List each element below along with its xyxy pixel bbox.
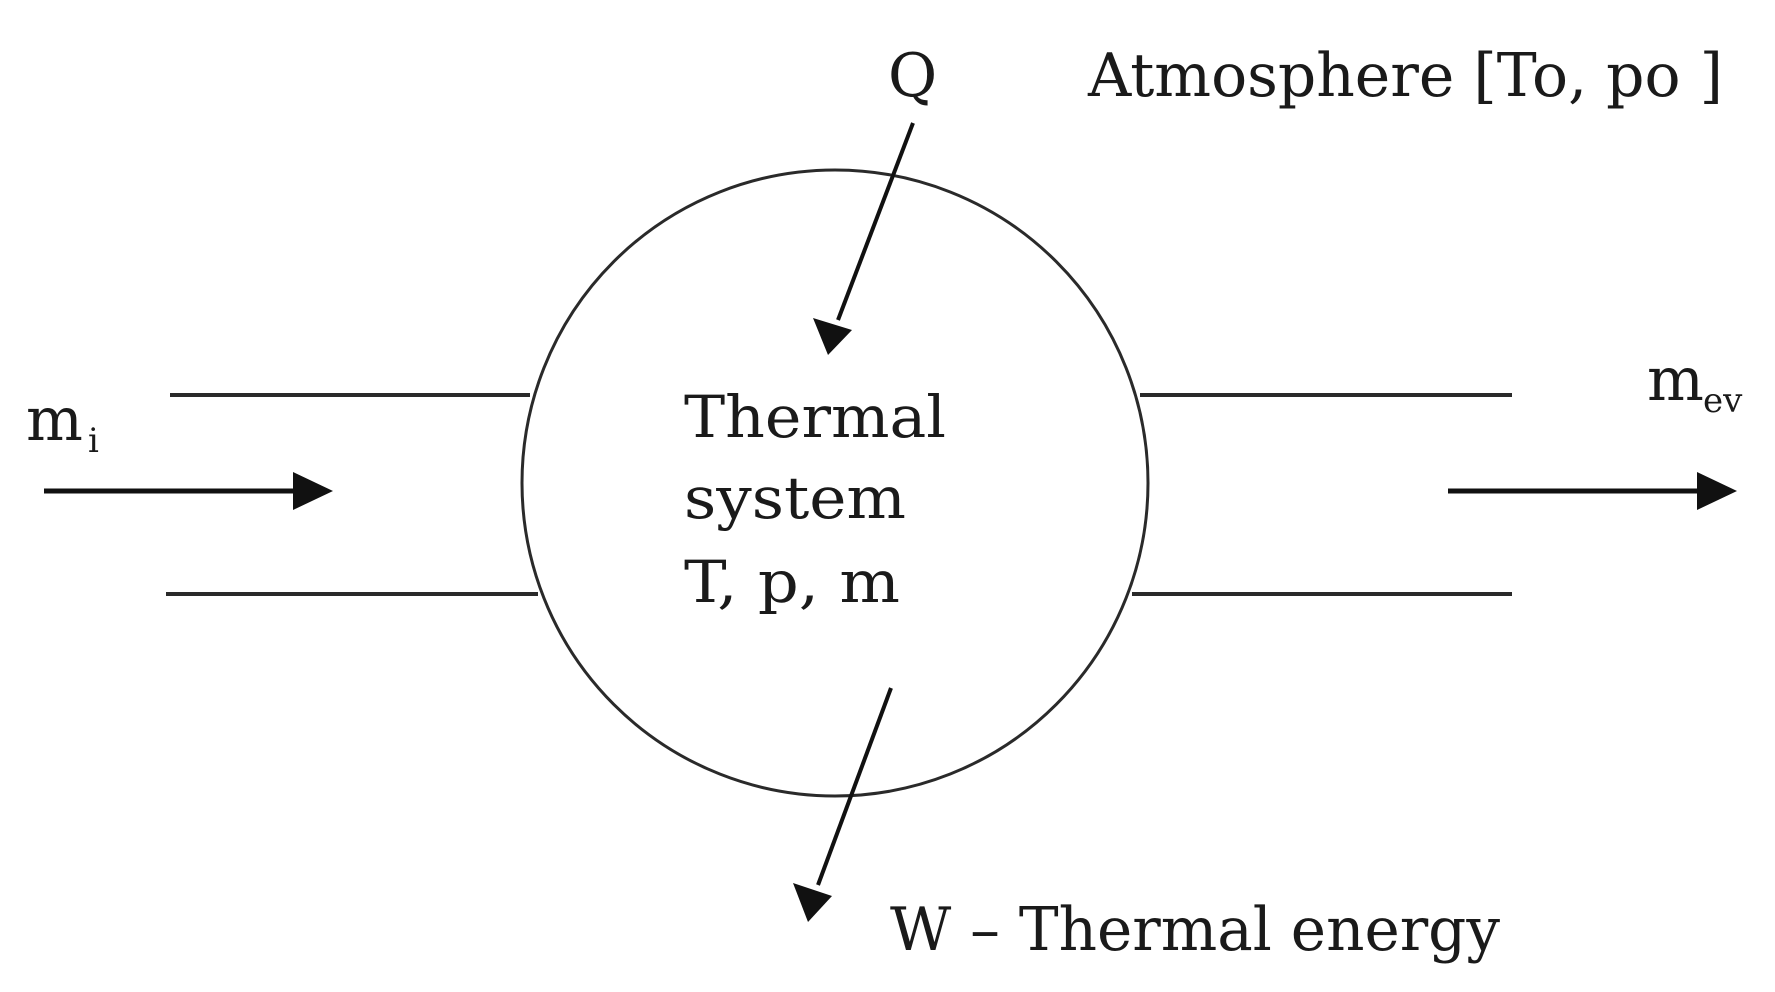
outlet-mass-label: m ev <box>1647 345 1743 421</box>
work-output-arrow <box>793 687 893 922</box>
heat-label: Q <box>888 41 937 111</box>
inlet-mass-symbol: m <box>26 385 83 455</box>
inlet-mass-subscript: i <box>88 421 99 461</box>
system-boundary-circle <box>520 168 1150 798</box>
heat-input-arrow <box>813 122 915 355</box>
outlet-mass-subscript: ev <box>1703 381 1743 421</box>
system-label-line1: Thermal <box>684 383 946 451</box>
work-label: W – Thermal energy <box>890 895 1500 965</box>
outlet-flow-arrow <box>1448 472 1737 510</box>
atmosphere-label: Atmosphere [To, po ] <box>1087 41 1723 111</box>
system-label-line3: T, p, m <box>684 548 900 616</box>
outlet-mass-symbol: m <box>1647 345 1704 415</box>
inlet-flow-arrow <box>44 472 333 510</box>
inlet-mass-label: m i <box>26 385 99 461</box>
system-label-line2: system <box>684 464 906 532</box>
